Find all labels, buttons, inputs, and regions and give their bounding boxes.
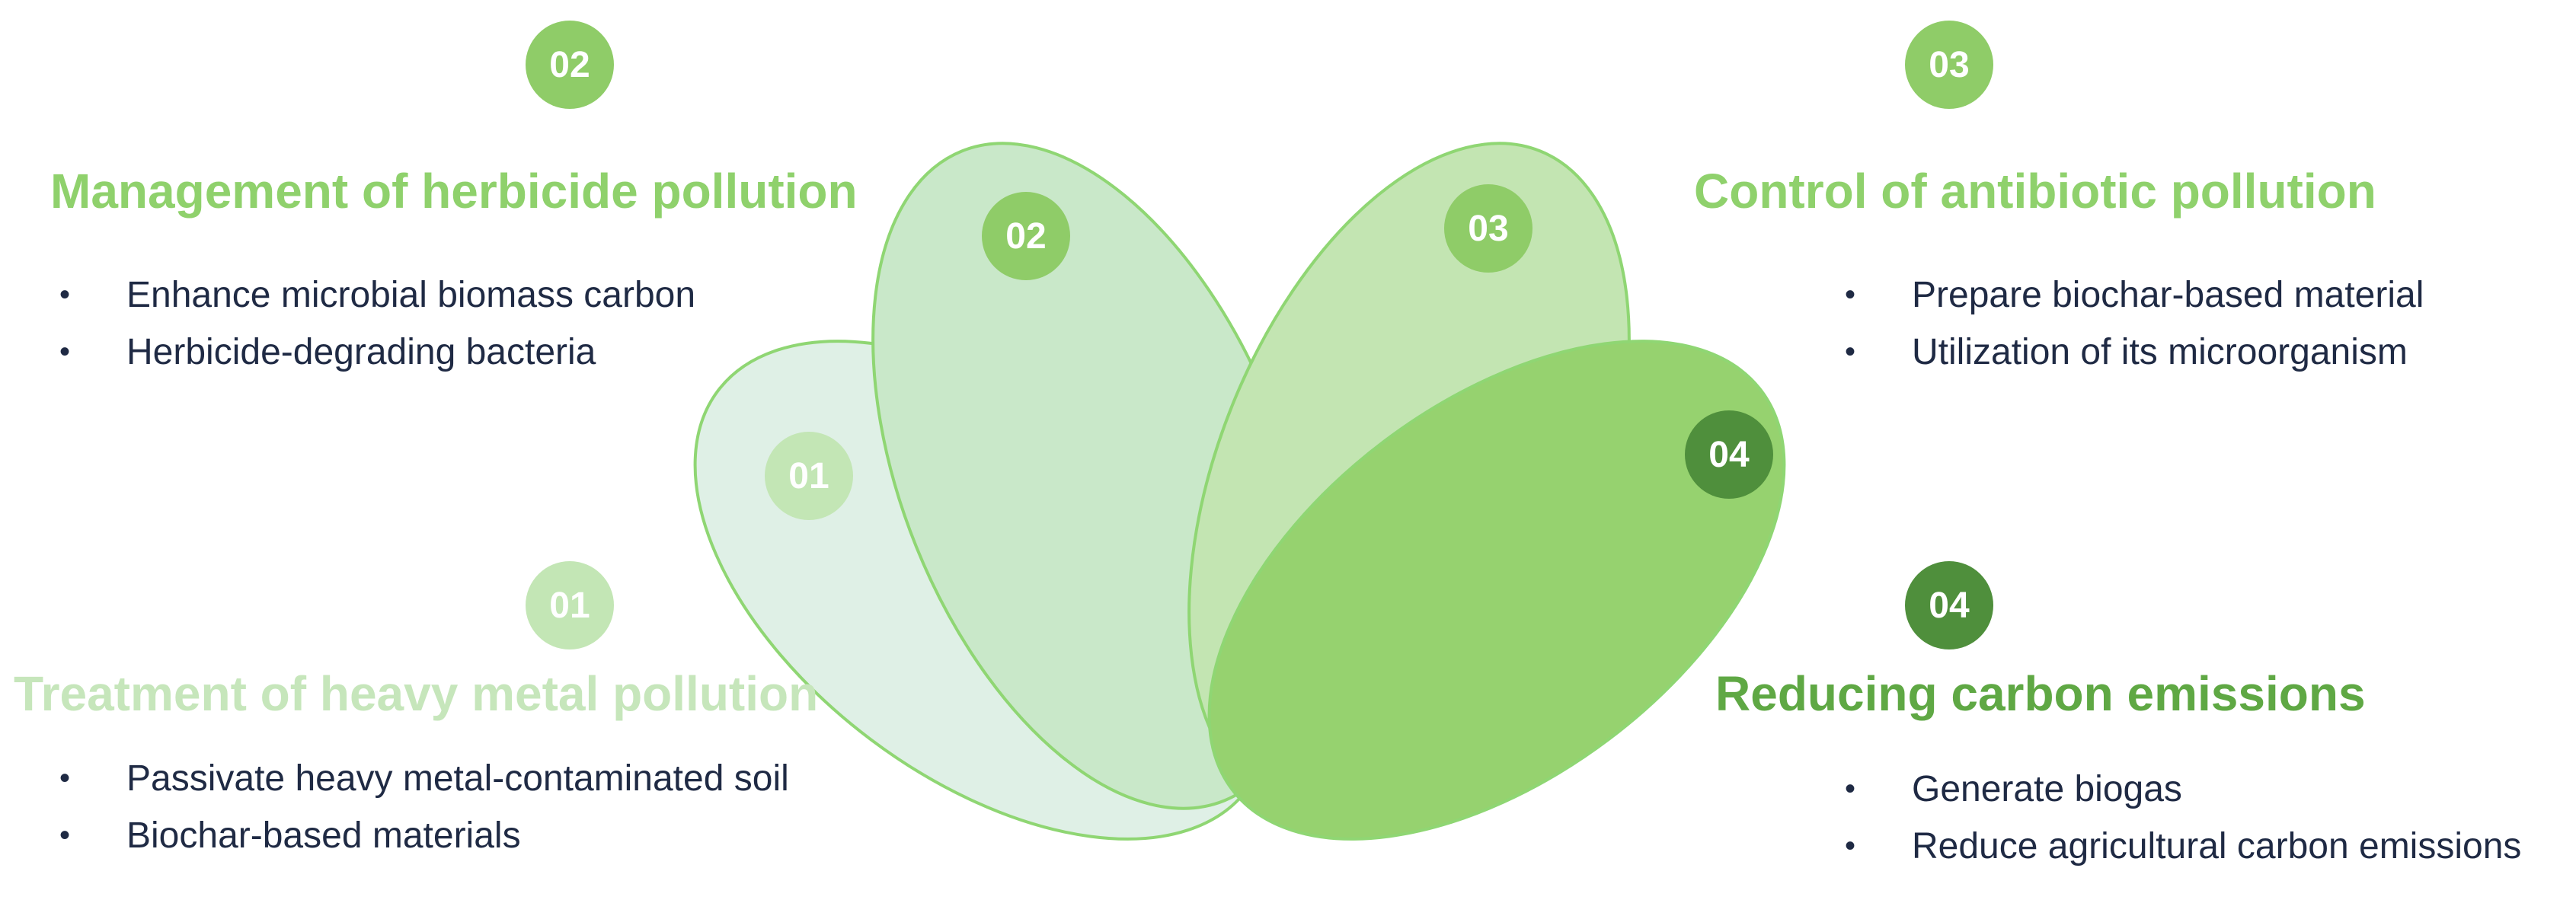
petal-badge-04: 04 (1685, 410, 1773, 499)
bullet-list-heavy-metal: Passivate heavy metal-contaminated soil … (59, 750, 789, 864)
petal-badge-01: 01 (765, 432, 853, 520)
bullet-item: Prepare biochar-based material (1845, 266, 2424, 324)
panel-badge-04: 04 (1905, 561, 1993, 649)
panel-title-carbon: Reducing carbon emissions (1715, 666, 2366, 721)
panel-badge-01: 01 (526, 561, 614, 649)
bullet-item: Utilization of its microorganism (1845, 324, 2424, 381)
bullet-item: Biochar-based materials (59, 807, 789, 864)
petal-04 (1207, 340, 1786, 841)
panel-title-antibiotic: Control of antibiotic pollution (1694, 164, 2376, 219)
petal-badge-02: 02 (982, 192, 1070, 280)
bullet-item: Enhance microbial biomass carbon (59, 266, 695, 324)
bullet-list-carbon: Generate biogas Reduce agricultural carb… (1845, 761, 2521, 875)
bullet-item: Passivate heavy metal-contaminated soil (59, 750, 789, 807)
petal-badge-03: 03 (1444, 184, 1532, 273)
bullet-list-herbicide: Enhance microbial biomass carbon Herbici… (59, 266, 695, 381)
panel-badge-02: 02 (526, 21, 614, 109)
bullet-item: Herbicide-degrading bacteria (59, 324, 695, 381)
panel-badge-03: 03 (1905, 21, 1993, 109)
bullet-item: Reduce agricultural carbon emissions (1845, 818, 2521, 875)
bullet-item: Generate biogas (1845, 761, 2521, 818)
panel-title-herbicide: Management of herbicide pollution (50, 164, 858, 219)
bullet-list-antibiotic: Prepare biochar-based material Utilizati… (1845, 266, 2424, 381)
panel-title-heavy-metal: Treatment of heavy metal pollution (14, 666, 819, 721)
